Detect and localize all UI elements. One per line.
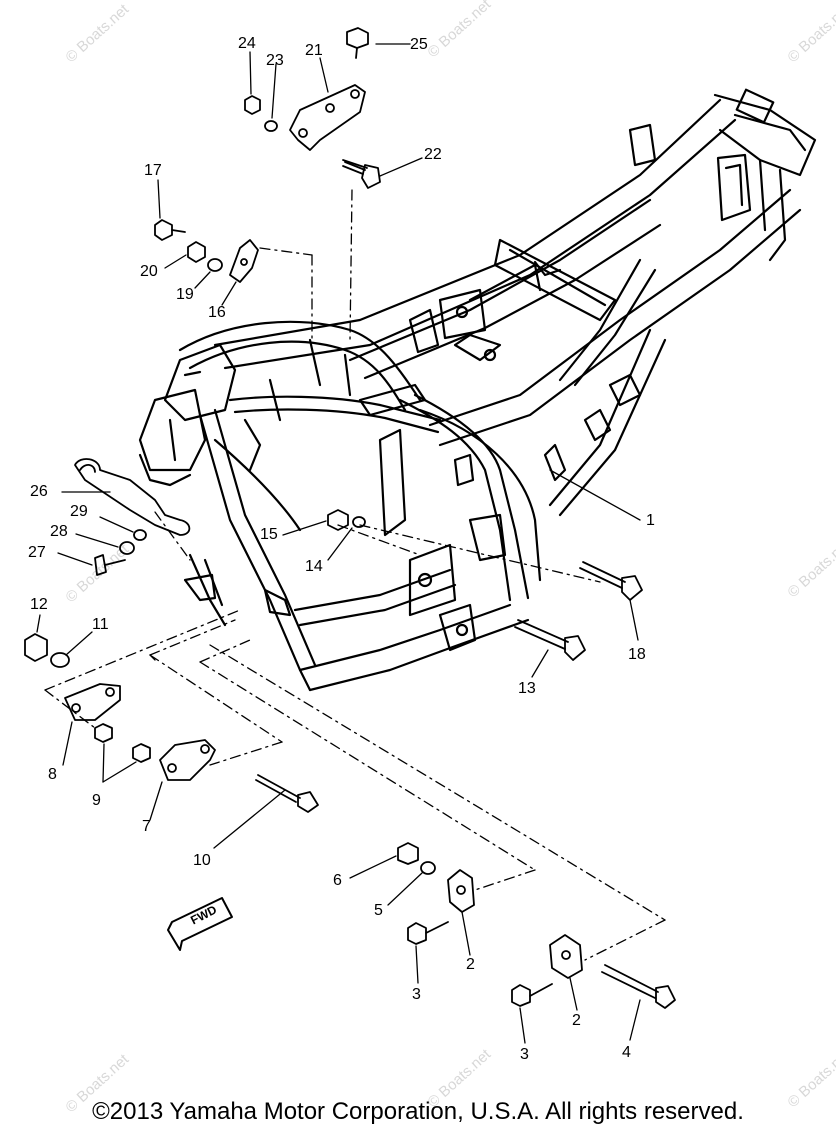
leader-lines	[36, 43, 641, 1044]
callout-2: 2	[572, 1012, 581, 1029]
callout-28: 28	[50, 523, 68, 540]
callout-5: 5	[374, 902, 383, 919]
callout-24: 24	[238, 35, 256, 52]
small-parts	[24, 27, 676, 1009]
callout-21: 21	[305, 42, 323, 59]
callout-27: 27	[28, 544, 46, 561]
callout-17: 17	[144, 162, 162, 179]
callout-16: 16	[208, 304, 226, 321]
callout-19: 19	[176, 286, 194, 303]
callout-3: 3	[520, 1046, 529, 1063]
callout-9: 9	[92, 792, 101, 809]
callout-26: 26	[30, 483, 48, 500]
callout-8: 8	[48, 766, 57, 783]
callout-23: 23	[266, 52, 284, 69]
callout-15: 15	[260, 526, 278, 543]
callout-25: 25	[410, 36, 428, 53]
callout-10: 10	[193, 852, 211, 869]
callout-18: 18	[628, 646, 646, 663]
callout-22: 22	[424, 146, 442, 163]
callout-7: 7	[142, 818, 151, 835]
callout-1: 1	[646, 512, 655, 529]
callout-11: 11	[92, 616, 109, 633]
callout-2: 2	[466, 956, 475, 973]
copyright-notice: ©2013 Yamaha Motor Corporation, U.S.A. A…	[92, 1098, 744, 1125]
main-frame	[138, 88, 817, 692]
assembly-lines	[44, 189, 666, 961]
callout-29: 29	[70, 503, 88, 520]
callout-4: 4	[622, 1044, 631, 1061]
callout-20: 20	[140, 263, 158, 280]
callout-3: 3	[412, 986, 421, 1003]
callout-6: 6	[333, 872, 342, 889]
callout-12: 12	[30, 596, 48, 613]
callout-13: 13	[518, 680, 536, 697]
callout-14: 14	[305, 558, 323, 575]
